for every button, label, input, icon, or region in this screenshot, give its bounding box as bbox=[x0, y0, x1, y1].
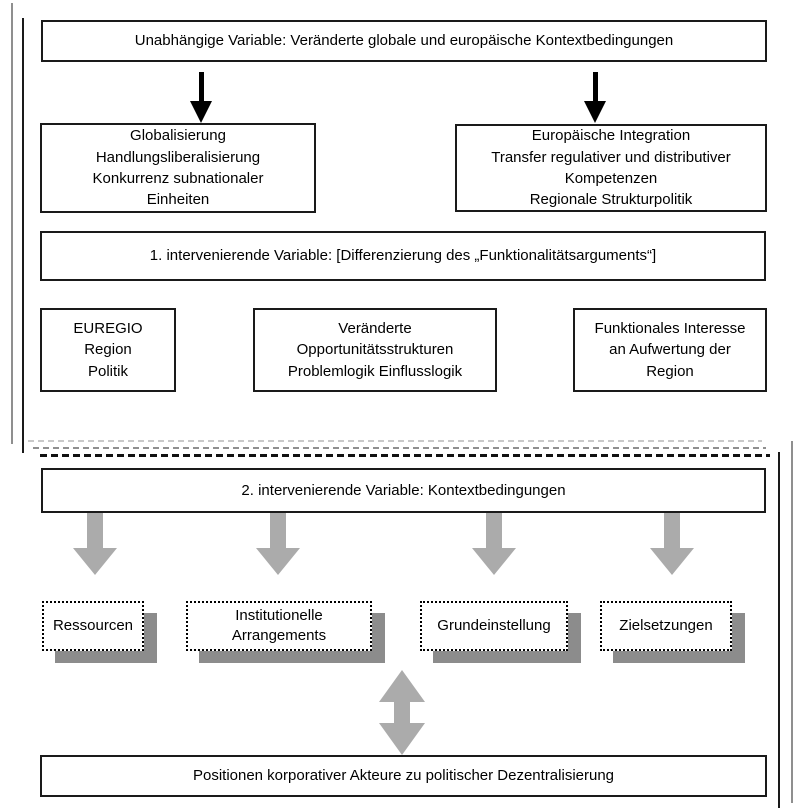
gray-down-arrow-icon bbox=[472, 513, 516, 575]
context-box-basic-attitude: Grundeinstellung bbox=[420, 601, 581, 663]
arrow-shaft bbox=[592, 72, 598, 101]
separator-dashed-line-black bbox=[40, 454, 770, 457]
context-box-label: Grundeinstellung bbox=[420, 601, 568, 651]
intervening-variable-1-box: 1. intervenierende Variable: [Differenzi… bbox=[40, 231, 766, 281]
arrow-shaft bbox=[87, 513, 103, 548]
down-arrow-icon bbox=[190, 72, 212, 123]
gray-down-arrow-icon bbox=[256, 513, 300, 575]
arrow-head-up bbox=[379, 670, 425, 702]
arrow-head bbox=[650, 548, 694, 575]
context-box-label: Ressourcen bbox=[42, 601, 144, 651]
intervening-variable-2-box: 2. intervenierende Variable: Kontextbedi… bbox=[41, 468, 766, 513]
arrow-shaft bbox=[198, 72, 204, 101]
euregio-box: EUREGIO Region Politik bbox=[40, 308, 176, 392]
left-inner-guide-line bbox=[22, 18, 24, 453]
separator-dashed-line-light bbox=[28, 440, 762, 442]
down-arrow-icon bbox=[584, 72, 606, 123]
context-box-label: Zielsetzungen bbox=[600, 601, 732, 651]
arrow-head bbox=[190, 101, 212, 123]
context-box-institutional-arrangements: Institutionelle Arrangements bbox=[186, 601, 385, 663]
gray-down-arrow-icon bbox=[650, 513, 694, 575]
arrow-head bbox=[256, 548, 300, 575]
separator-dashed-line-gray bbox=[33, 447, 766, 449]
globalization-box: Globalisierung Handlungsliberalisierung … bbox=[40, 123, 316, 213]
arrow-shaft bbox=[664, 513, 680, 548]
left-outer-guide-line bbox=[11, 3, 13, 444]
arrow-shaft bbox=[394, 702, 410, 723]
functional-interest-box: Funktionales Interesse an Aufwertung der… bbox=[573, 308, 767, 392]
context-box-resources: Ressourcen bbox=[42, 601, 157, 663]
gray-down-arrow-icon bbox=[73, 513, 117, 575]
european-integration-box: Europäische Integration Transfer regulat… bbox=[455, 124, 767, 212]
double-headed-arrow-icon bbox=[379, 670, 425, 755]
positions-box: Positionen korporativer Akteure zu polit… bbox=[40, 755, 767, 797]
arrow-head-down bbox=[379, 723, 425, 755]
arrow-shaft bbox=[270, 513, 286, 548]
arrow-head bbox=[584, 101, 606, 123]
context-box-label: Institutionelle Arrangements bbox=[186, 601, 372, 651]
opportunity-structures-box: Veränderte Opportunitätsstrukturen Probl… bbox=[253, 308, 497, 392]
right-outer-guide-line bbox=[791, 441, 793, 803]
arrow-head bbox=[472, 548, 516, 575]
arrow-shaft bbox=[486, 513, 502, 548]
right-inner-guide-line bbox=[778, 452, 780, 808]
independent-variable-box: Unabhängige Variable: Veränderte globale… bbox=[41, 20, 767, 62]
context-box-objectives: Zielsetzungen bbox=[600, 601, 745, 663]
arrow-head bbox=[73, 548, 117, 575]
